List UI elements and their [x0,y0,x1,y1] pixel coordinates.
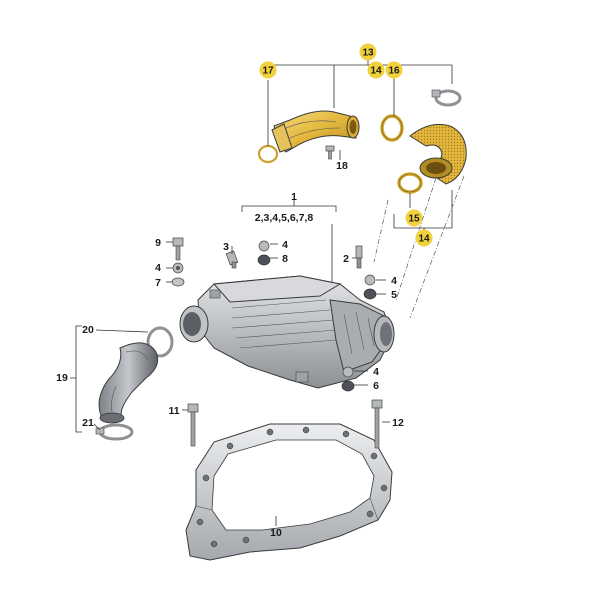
frame-leaders [182,409,390,526]
charge-air-hose [95,326,174,441]
badge-13 [359,43,377,61]
hose-clamp-20 [146,326,174,358]
label-4-left: 4 [155,262,161,274]
cooler-leaders [166,200,386,386]
label-2: 2 [343,253,349,265]
hose-clamp-21 [95,423,134,441]
label-11: 11 [168,405,179,417]
sensor-2 [355,245,363,269]
label-12: 12 [392,417,404,429]
bolt-9 [172,237,184,261]
rubber-hose [98,342,159,419]
label-8: 8 [282,253,288,265]
grommet-5 [363,288,377,300]
label-21: 21 [82,417,94,429]
grommet-6 [341,380,355,392]
label-6: 6 [373,380,379,392]
sensor-3 [225,250,239,269]
label-3: 3 [223,241,229,253]
top-group-leaders [267,60,465,319]
label-18: 18 [336,160,348,172]
label-14-top: 14 [370,66,382,77]
badge-17 [259,61,277,79]
fasteners [171,237,377,392]
intake-pipe [273,110,357,153]
label-14-bottom: 14 [418,234,430,245]
label-4-upper: 4 [282,239,288,251]
label-16: 16 [388,66,400,77]
grommet-8 [257,254,271,266]
label-10: 10 [270,527,282,539]
badge-16 [385,61,403,79]
nut-4-right [364,274,376,286]
label-20: 20 [82,324,94,336]
label-17: 17 [262,66,274,77]
badge-14a [367,61,385,79]
nut-4-left [172,262,184,274]
intake-pipe-assembly [257,89,467,194]
highlight-badges [259,43,433,247]
label-19: 19 [56,372,68,384]
bolt-18 [325,145,335,160]
label-5: 5 [391,289,397,301]
long-bolt-11 [187,403,199,447]
label-13: 13 [362,48,374,59]
badge-15 [405,209,423,227]
label-1-subparts: 2,3,4,5,6,7,8 [255,212,314,224]
label-7: 7 [155,277,161,289]
mounting-frame [185,423,393,561]
hose-leaders [70,325,149,433]
label-1: 1 [291,191,297,203]
nut-4-upper [258,240,270,252]
charge-air-cooler [179,275,395,389]
seal-ring-17 [257,144,279,164]
label-4-right: 4 [391,275,397,287]
badge-14b [415,229,433,247]
washer-7 [171,277,185,287]
label-4-lower: 4 [373,366,379,378]
long-bolt-12 [371,399,383,449]
hose-clamp-14-top [431,89,462,107]
label-9: 9 [155,237,161,249]
nut-4-lower [342,366,354,378]
label-15: 15 [408,214,420,225]
